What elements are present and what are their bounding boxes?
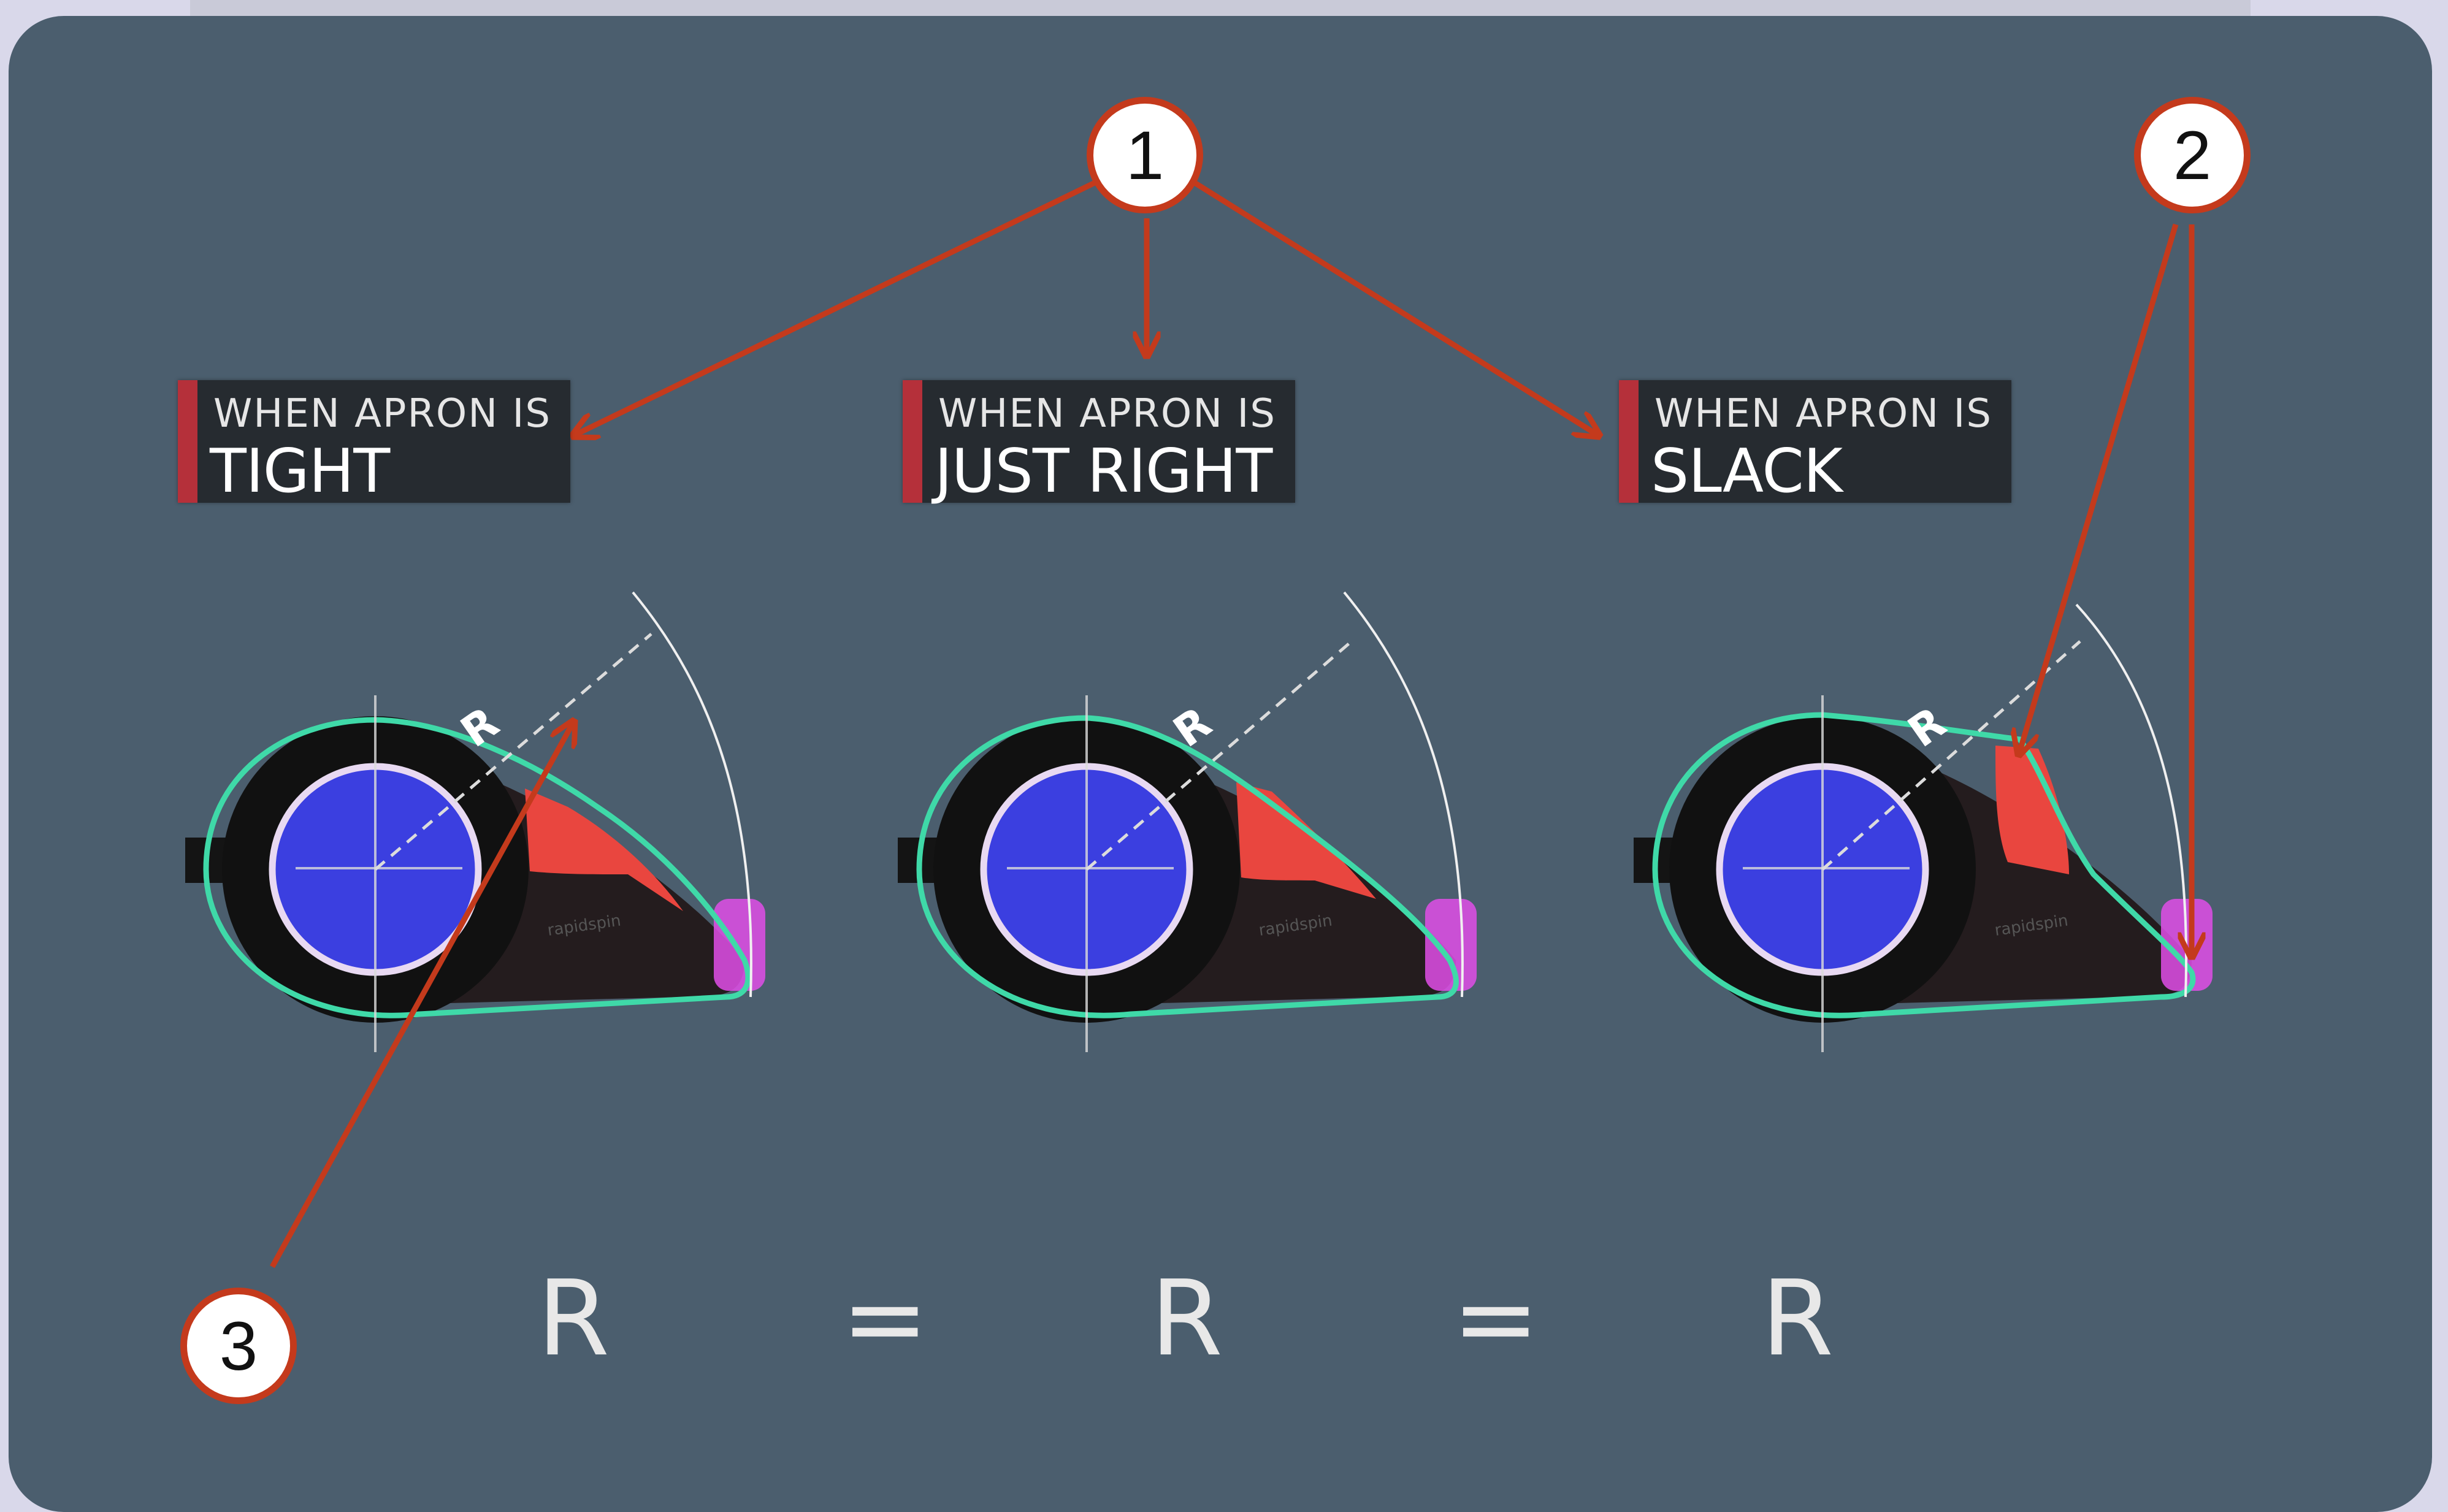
apron-diagram: rapidspin R rapidspin R (185, 174, 2213, 1269)
radius-arc (1343, 591, 1464, 998)
apron-belt (916, 715, 1459, 1018)
callout-2: 2 (2134, 97, 2251, 213)
label-prefix: WHEN APRON IS (938, 391, 1276, 437)
arrow-2-to-red-tip (2019, 223, 2179, 755)
label-state: TIGHT (210, 437, 390, 506)
cradle-body (450, 773, 744, 1003)
cradle-tip-red (1995, 746, 2069, 874)
cradle-tip-red (525, 788, 683, 911)
apron-assembly-tight: rapidspin R (185, 591, 765, 1052)
diagram-panel: rapidspin R rapidspin R (9, 16, 2432, 1512)
cradle-tip-red (1236, 782, 1376, 899)
equation-r3: R (1761, 1258, 1834, 1380)
equation-r2: R (1150, 1258, 1223, 1380)
nose-pad (714, 899, 765, 991)
label-state: SLACK (1651, 437, 1843, 506)
label-prefix: WHEN APRON IS (213, 391, 551, 437)
label-prefix: WHEN APRON IS (1654, 391, 1992, 437)
nose-pad (1425, 899, 1477, 991)
label-just-right: WHEN APRON IS JUST RIGHT (903, 380, 1295, 506)
arrow-3-to-radius (270, 721, 574, 1269)
cradle-body (1161, 773, 1456, 1003)
radius-arc (632, 591, 752, 998)
apron-assembly-just-right: rapidspin R (898, 591, 1477, 1052)
equation-equals-1: = (841, 1258, 929, 1380)
radius-arc (2075, 603, 2188, 998)
apron-assembly-slack: rapidspin R (1634, 603, 2213, 1052)
label-slack: WHEN APRON IS SLACK (1619, 380, 2011, 506)
callout-1: 1 (1087, 97, 1203, 213)
label-tight: WHEN APRON IS TIGHT (178, 380, 570, 506)
label-accent-bar (178, 380, 197, 503)
callout-3: 3 (180, 1288, 297, 1404)
arrow-1-to-tight (573, 174, 1109, 436)
equation-r1: R (537, 1258, 610, 1380)
apron-belt (203, 717, 751, 1018)
cradle-body (1897, 764, 2192, 1003)
label-accent-bar (903, 380, 922, 503)
label-accent-bar (1619, 380, 1639, 503)
equation-equals-2: = (1452, 1258, 1540, 1380)
label-state: JUST RIGHT (935, 437, 1272, 506)
arrow-1-to-slack (1183, 174, 1599, 436)
callout-arrows (270, 174, 2192, 1269)
